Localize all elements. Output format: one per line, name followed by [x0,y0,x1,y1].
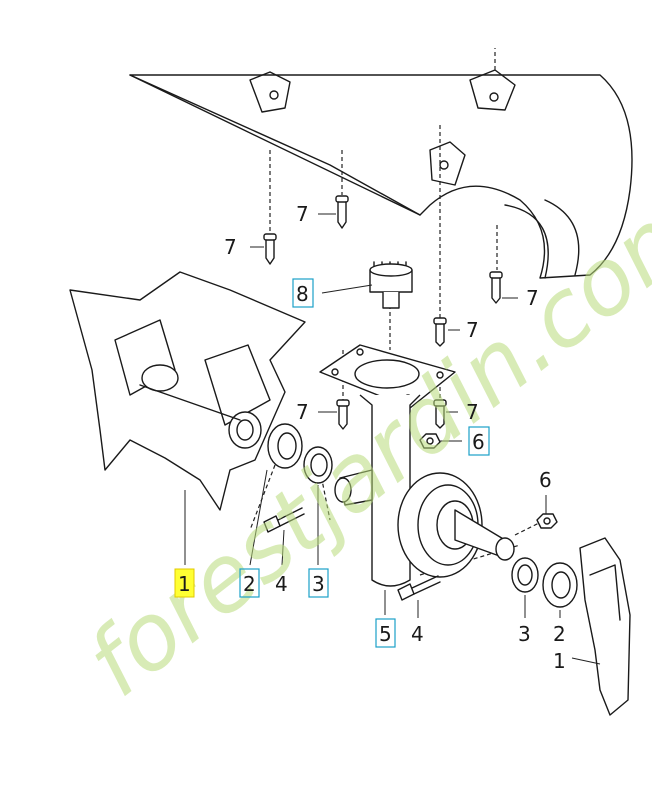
gearbox-5 [319,344,515,587]
callout-1-left: 1 [178,572,191,596]
hood-cover [129,69,633,279]
callout-6-box: 6 [472,430,485,454]
screw-7-c [433,317,447,347]
callout-6-box-frame [468,426,490,456]
callout-3-left-box [308,568,329,598]
callout-4-right: 4 [411,622,424,646]
screw-7-e [336,399,350,430]
nut-6-right [536,513,558,529]
coupling-8 [369,261,413,309]
callout-labels: 7 7 7 7 7 7 8 6 6 1 2 4 3 5 4 3 2 1 [174,202,566,673]
callout-3-left: 3 [312,572,325,596]
callout-7-d: 7 [526,286,539,310]
callout-7-f: 7 [466,400,479,424]
callout-4-left: 4 [275,572,288,596]
callout-6-plain: 6 [539,468,552,492]
callout-8-box [292,278,314,308]
callout-7-b: 7 [296,202,309,226]
callout-7-c: 7 [466,318,479,342]
bolt-4-right [397,575,441,601]
leader-lines [184,213,601,665]
bolt-4-left [263,507,305,533]
washer-2-left [267,423,303,469]
callout-2-left: 2 [243,572,256,596]
screw-7-b [335,195,349,229]
nut-6-top [419,433,441,449]
callout-8: 8 [296,282,309,306]
callout-2-left-box [239,568,260,598]
callout-5-box [375,618,396,648]
callout-3-right: 3 [518,622,531,646]
callout-7-a: 7 [224,235,237,259]
screw-7-d [489,271,503,304]
callout-1-left-highlight [174,568,195,598]
tine-assembly-1-left [69,271,306,511]
spacer-3-right [511,557,539,593]
callout-1-right: 1 [553,649,566,673]
tine-assembly-1-right [579,537,631,716]
callout-7-e: 7 [296,400,309,424]
screw-7-a [263,233,277,265]
spacer-3-left [303,446,333,484]
callout-5: 5 [379,622,392,646]
washer-2-right [542,562,578,608]
callout-2-right: 2 [553,622,566,646]
screw-7-f [433,399,447,429]
